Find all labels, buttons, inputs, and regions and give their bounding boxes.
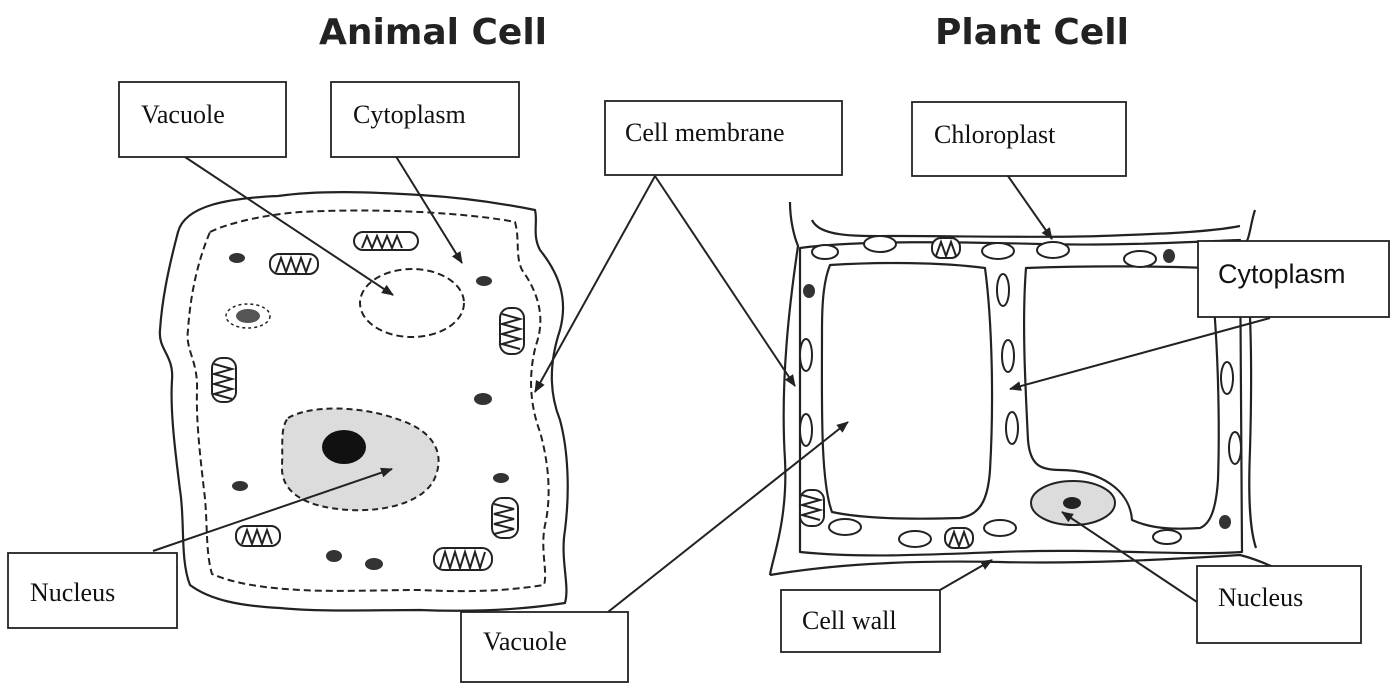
chloroplast (1124, 251, 1156, 267)
plant-mitochondrion (945, 528, 973, 548)
chloroplast (984, 520, 1016, 536)
label-cell-wall: Cell wall (781, 590, 940, 652)
label-animal-cytoplasm-text: Cytoplasm (353, 100, 466, 129)
animal-ribosome (476, 276, 492, 286)
plant-cell-wall-top (812, 220, 1240, 237)
chloroplast (864, 236, 896, 252)
label-chloroplast: Chloroplast (912, 102, 1126, 176)
label-plant-vacuole: Vacuole (461, 612, 628, 682)
animal-mitochondrion (492, 498, 518, 538)
plant-ribosome (1219, 515, 1231, 529)
label-cell-wall-text: Cell wall (802, 606, 897, 635)
animal-ribosome (493, 473, 509, 483)
animal-mitochondrion (500, 308, 524, 354)
animal-mitochondrion (270, 254, 318, 274)
label-plant-nucleus-text: Nucleus (1218, 583, 1303, 612)
chloroplast (982, 243, 1014, 259)
animal-ribosome (232, 481, 248, 491)
plant-mitochondrion (800, 490, 824, 526)
label-animal-cytoplasm: Cytoplasm (331, 82, 519, 157)
chloroplast (997, 274, 1009, 306)
plant-cell-title: Plant Cell (935, 12, 1129, 53)
chloroplast (812, 245, 838, 259)
chloroplast (1229, 432, 1241, 464)
animal-ribosome (229, 253, 245, 263)
arrow-plant-nucleus (1062, 512, 1197, 602)
animal-mitochondrion (354, 232, 418, 250)
chloroplast (1221, 362, 1233, 394)
label-plant-cytoplasm: Cytoplasm (1198, 241, 1389, 317)
plant-mitochondrion (932, 238, 960, 258)
label-plant-cytoplasm-text: Cytoplasm (1218, 259, 1346, 289)
label-plant-nucleus: Nucleus (1197, 566, 1361, 643)
label-animal-nucleus-text: Nucleus (30, 578, 115, 607)
plant-vacuole-left (822, 263, 992, 519)
chloroplast (899, 531, 931, 547)
arrow-animal-membrane (535, 176, 655, 392)
animal-nucleolus (322, 430, 366, 464)
arrow-chloroplast (1008, 176, 1052, 239)
plant-ribosome (803, 284, 815, 298)
animal-lysosome-core (236, 309, 260, 323)
chloroplast (1006, 412, 1018, 444)
animal-vacuole (360, 269, 464, 337)
chloroplast (829, 519, 861, 535)
animal-cell-title: Animal Cell (319, 12, 547, 53)
animal-ribosome (326, 550, 342, 562)
plant-cell-membrane (800, 240, 1242, 555)
label-chloroplast-text: Chloroplast (934, 120, 1056, 149)
chloroplast (1002, 340, 1014, 372)
animal-ribosome (474, 393, 492, 405)
animal-mitochondrion (434, 548, 492, 570)
label-animal-vacuole-text: Vacuole (141, 100, 225, 129)
label-cell-membrane: Cell membrane (605, 101, 842, 175)
chloroplast (1153, 530, 1181, 544)
chloroplast (800, 339, 812, 371)
animal-nucleus (282, 408, 439, 510)
plant-nucleolus (1063, 497, 1081, 509)
animal-ribosome (365, 558, 383, 570)
arrow-plant-membrane (655, 176, 795, 386)
animal-cell-illustration (160, 192, 568, 611)
label-plant-vacuole-text: Vacuole (483, 627, 567, 656)
plant-ribosome (1163, 249, 1175, 263)
label-animal-vacuole: Vacuole (119, 82, 286, 157)
animal-mitochondrion (236, 526, 280, 546)
animal-mitochondrion (212, 358, 236, 402)
label-animal-nucleus: Nucleus (8, 553, 177, 628)
chloroplast (800, 414, 812, 446)
label-cell-membrane-text: Cell membrane (625, 118, 785, 147)
chloroplast (1037, 242, 1069, 258)
plant-cell-wall (770, 202, 798, 575)
arrow-cell-wall (940, 560, 992, 590)
